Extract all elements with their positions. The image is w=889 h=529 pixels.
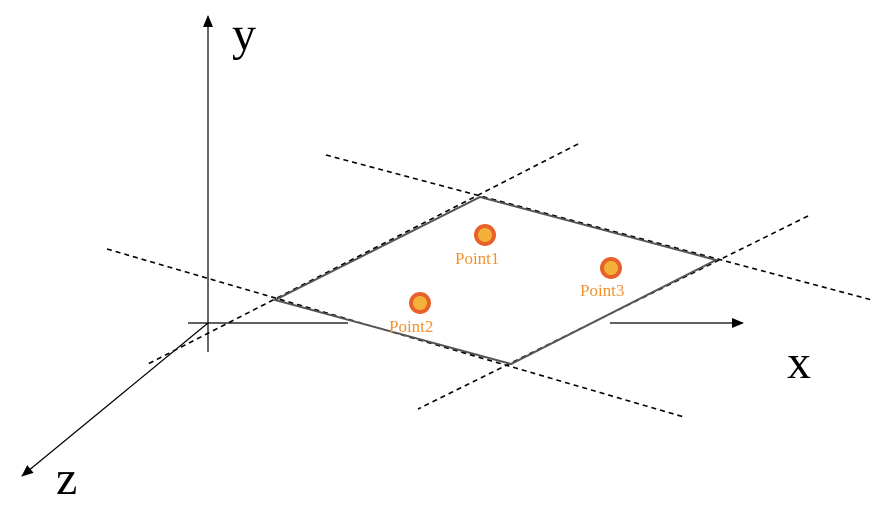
dashed-line-1 [325, 154, 873, 301]
y-axis-label: y [232, 8, 256, 61]
point-2: Point2 [389, 292, 433, 336]
point-1-marker [474, 224, 496, 246]
points-layer: Point1 Point2 Point3 [389, 224, 624, 336]
point-2-label: Point2 [389, 317, 433, 336]
z-axis-label: z [56, 452, 77, 505]
coordinate-axes: y x z [21, 8, 811, 505]
point-2-marker [409, 292, 431, 314]
z-axis [21, 322, 209, 477]
point-3-label: Point3 [580, 281, 624, 300]
point-1: Point1 [455, 224, 499, 268]
point-3: Point3 [580, 257, 624, 300]
point-3-marker [600, 257, 622, 279]
dashed-line-3 [145, 143, 579, 366]
point-1-label: Point1 [455, 249, 499, 268]
plane-extension-lines [106, 143, 873, 418]
x-axis-label: x [787, 336, 811, 389]
plane-parallelogram [272, 195, 719, 366]
